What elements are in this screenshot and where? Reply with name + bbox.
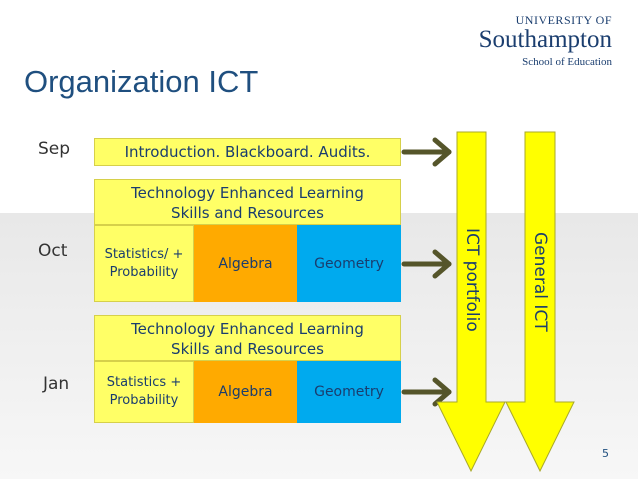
block2-algebra-cell: Algebra — [194, 361, 297, 423]
block1-geometry-label: Geometry — [314, 255, 384, 272]
block1-statistics-cell: Statistics/ + Probability — [94, 225, 194, 302]
block2-statistics-label: Statistics + Probability — [106, 375, 182, 408]
month-jan: Jan — [43, 374, 70, 394]
month-sep: Sep — [38, 139, 71, 159]
green-arrow-jan-icon — [401, 377, 452, 407]
general-down-arrow-icon — [505, 131, 575, 473]
intro-box: Introduction. Blackboard. Audits. — [94, 138, 401, 166]
block1-statistics-label: Statistics/ + Probability — [104, 246, 184, 280]
block1-algebra-cell: Algebra — [194, 225, 297, 302]
block2-header: Technology Enhanced Learning Skills and … — [94, 315, 401, 361]
block1-geometry-cell: Geometry — [297, 225, 401, 302]
green-arrow-oct-icon — [401, 249, 452, 279]
block2-statistics-cell: Statistics + Probability — [94, 361, 194, 423]
page-number: 5 — [602, 447, 609, 460]
logo-line-school: School of Education — [522, 56, 612, 68]
slide-title: Organization ICT — [24, 64, 259, 99]
green-arrow-sep-icon — [401, 137, 452, 167]
block2-algebra-label: Algebra — [218, 384, 273, 400]
block2-geometry-label: Geometry — [314, 384, 384, 400]
portfolio-arrow-label: ICT portfolio — [462, 228, 482, 332]
block1-algebra-label: Algebra — [218, 255, 273, 272]
logo-line-name: Southampton — [478, 26, 612, 53]
logo-line-university: UNIVERSITY OF — [515, 13, 612, 27]
university-logo: UNIVERSITY OF Southampton School of Educ… — [479, 14, 612, 69]
general-arrow-label: General ICT — [530, 232, 550, 332]
block1-header: Technology Enhanced Learning Skills and … — [94, 179, 401, 225]
month-oct: Oct — [38, 241, 68, 261]
block2-geometry-cell: Geometry — [297, 361, 401, 423]
portfolio-down-arrow-icon — [436, 131, 506, 473]
